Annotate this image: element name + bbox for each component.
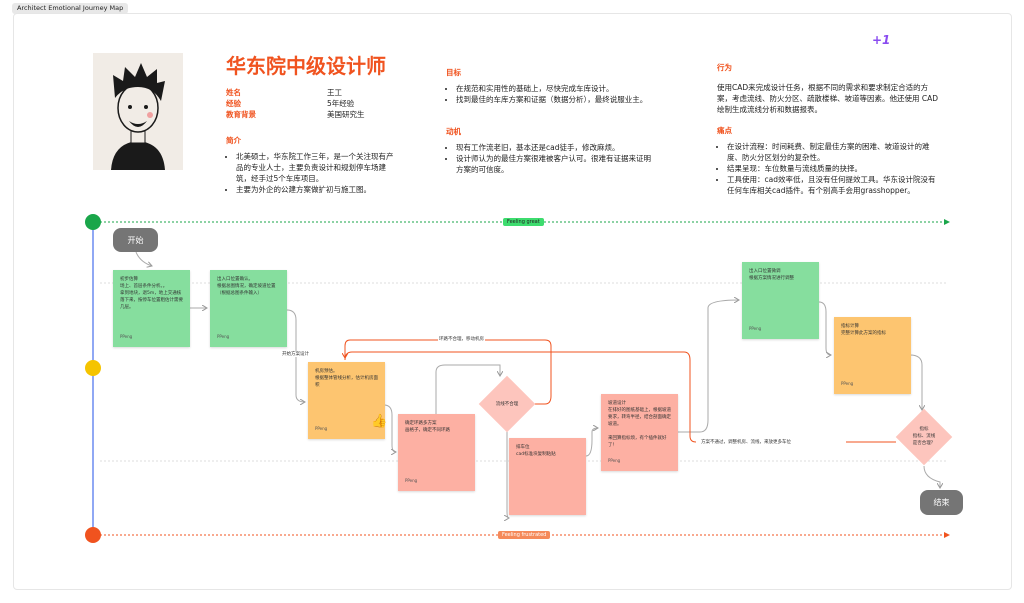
pain-item: 在设计流程：时间耗费、制定最佳方案的困难、坡道设计的难度、防火分区划分的复杂性。 — [727, 141, 942, 163]
note-author: PPeng — [841, 381, 854, 386]
note-text: 确定环路多方案 画格子，确定不同环路 — [405, 421, 450, 433]
avatar-illustration — [111, 63, 165, 170]
emotion-frustrated-marker — [85, 527, 101, 543]
feeling-great-label: Feeling great — [503, 218, 544, 226]
sticky-note[interactable]: 机房预估。 根据整体管线分析，估计机房面积 PPeng — [308, 362, 385, 439]
sticky-note[interactable]: 出入口位置微调 根据方案情况进行调整 PPeng — [742, 262, 819, 339]
field-value: 美国研究生 — [327, 110, 365, 119]
note-author: PPeng — [120, 334, 133, 339]
sticky-note[interactable]: 出入口位置确认。 根据总图情况，确定坡道位置（根据总图条件输入） PPeng — [210, 270, 287, 347]
motivation-item: 现有工作流老旧，基本还是cad徒手，修改麻烦。 — [456, 142, 651, 153]
intro-heading: 简介 — [226, 136, 241, 145]
field-label: 经验 — [226, 99, 241, 108]
persona-title: 华东院中级设计师 — [226, 54, 386, 78]
note-text: 初步估算 场上、首层条件分析。。 拿到地块，退5m，地上交通核落下来，按停车位置… — [120, 277, 183, 310]
start-node[interactable]: 开始 — [113, 228, 158, 252]
note-author: PPeng — [315, 426, 328, 431]
document-tab[interactable]: Architect Emotional Journey Map — [12, 3, 129, 14]
goals-heading: 目标 — [446, 68, 461, 77]
intro-item: 北美硕士，华东院工作三年，是一个关注现有产品的专业人士，主要负责设计和规划停车场… — [236, 151, 396, 184]
intro-item: 主要为外企的公建方案做扩初与施工图。 — [236, 184, 396, 195]
note-text: 机房预估。 根据整体管线分析，估计机房面积 — [315, 369, 378, 388]
goal-item: 在规范和实用性的基础上，尽快完成车库设计。 — [456, 83, 676, 94]
motivation-heading: 动机 — [446, 127, 461, 136]
field-value: 5年经验 — [327, 99, 355, 108]
motivation-item: 设计师认为的最佳方案很难被客户认可。很难有证据来证明方案的可信度。 — [456, 153, 651, 175]
goal-item: 找到最佳的车库方案和证据（数据分析），最终说服业主。 — [456, 94, 676, 105]
persona-fields: 姓名 王工 经验 5年经验 教育背景 美国研究生 — [226, 87, 406, 120]
pain-list: 在设计流程：时间耗费、制定最佳方案的困难、坡道设计的难度、防火分区划分的复杂性。… — [717, 141, 942, 196]
behavior-text: 使用CAD来完成设计任务，根据不同的需求和要求制定合适的方案，考虑流线、防火分区… — [717, 83, 939, 114]
decision-text: 指标 指标、流线 是否合理？ — [912, 427, 936, 446]
note-author: PPeng — [217, 334, 230, 339]
pain-item: 工具使用：cad效率低，且没有任何提效工具。华东设计院没有任何车库相关cad插件… — [727, 174, 942, 196]
goals-list: 在规范和实用性的基础上，尽快完成车库设计。 找到最佳的车库方案和证据（数据分析）… — [446, 83, 676, 105]
emotion-great-marker — [85, 214, 101, 230]
pain-heading: 痛点 — [717, 126, 732, 135]
edge-label: 开始方案设计 — [281, 351, 310, 357]
field-value: 王工 — [327, 88, 342, 97]
edge-label: 环路不合理，移动机房 — [438, 336, 485, 342]
note-text: 坡道设计 在排好的图纸基础上，根据坡道要求，转弯半径，结合剖面确定坡道。 来回算… — [608, 401, 671, 448]
note-text: 排车位 cad标准块复制粘贴 — [516, 445, 556, 457]
emotion-neutral-marker — [85, 360, 101, 376]
sticky-note[interactable]: 指标计算 完整计算此方案的指标 PPeng — [834, 317, 911, 394]
pain-item: 结果呈现：车位数量与流线质量的抉择。 — [727, 163, 942, 174]
behavior-heading: 行为 — [717, 63, 732, 72]
persona-avatar — [93, 53, 183, 170]
sticky-note[interactable]: 坡道设计 在排好的图纸基础上，根据坡道要求，转弯半径，结合剖面确定坡道。 来回算… — [601, 394, 678, 471]
sticky-note[interactable]: 确定环路多方案 画格子，确定不同环路 PPeng — [398, 414, 475, 491]
intro-list: 北美硕士，华东院工作三年，是一个关注现有产品的专业人士，主要负责设计和规划停车场… — [226, 151, 396, 195]
end-node[interactable]: 结束 — [920, 490, 963, 515]
field-label: 姓名 — [226, 88, 241, 97]
field-label: 教育背景 — [226, 110, 256, 119]
note-author: PPeng — [749, 326, 762, 331]
note-text: 出入口位置微调 根据方案情况进行调整 — [749, 269, 794, 281]
thumbs-up-icon: 👍 — [371, 414, 388, 429]
sticky-note[interactable]: 排车位 cad标准块复制粘贴 — [509, 438, 586, 515]
note-author: PPeng — [405, 478, 418, 483]
note-author: PPeng — [608, 458, 621, 463]
decision-text: 流线不合理 — [495, 402, 519, 407]
reaction-sticker[interactable]: +1 — [872, 33, 891, 47]
note-text: 指标计算 完整计算此方案的指标 — [841, 324, 886, 336]
edge-label: 方案不通过，调整机房、流线，来放更多车位 — [700, 439, 792, 445]
note-text: 出入口位置确认。 根据总图情况，确定坡道位置（根据总图条件输入） — [217, 277, 276, 296]
sticky-note[interactable]: 初步估算 场上、首层条件分析。。 拿到地块，退5m，地上交通核落下来，按停车位置… — [113, 270, 190, 347]
motivation-list: 现有工作流老旧，基本还是cad徒手，修改麻烦。 设计师认为的最佳方案很难被客户认… — [446, 142, 651, 175]
feeling-frustrated-label: Feeling frustrated — [498, 531, 551, 539]
